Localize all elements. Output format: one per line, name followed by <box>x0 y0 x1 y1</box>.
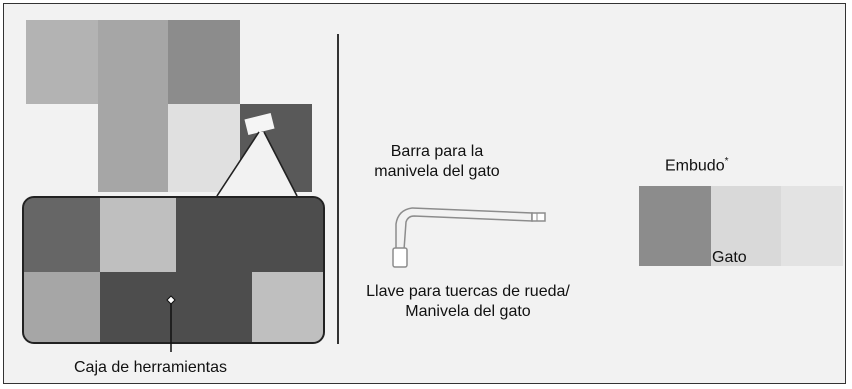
toolbox-cell <box>24 198 100 272</box>
toolbox-magnified-view <box>22 196 325 344</box>
toolbox-cell <box>252 272 323 342</box>
jack-handle-bar-label-line1: Barra para la <box>390 143 484 160</box>
wheel-wrench-label-line2: Manivela del gato <box>405 303 531 320</box>
jack-label: Gato <box>712 249 747 266</box>
jack-handle-bar-label: Barra para la manivela del gato <box>372 142 502 182</box>
wheel-wrench-label-line1: Llave para tuercas de rueda/ <box>366 283 570 300</box>
trunk-tile <box>168 20 240 104</box>
jack-block <box>711 186 781 266</box>
toolbox-cell <box>100 272 252 342</box>
trunk-tile <box>168 104 240 192</box>
callout-lines <box>216 131 298 197</box>
wrench-shaft <box>403 207 533 251</box>
panel-divider <box>337 34 339 344</box>
toolbox-cell <box>176 198 323 272</box>
wrench-socket <box>392 247 408 268</box>
callout-line <box>216 131 260 197</box>
toolbox-cell <box>100 198 176 272</box>
funnel-label-text: Embudo <box>665 157 725 175</box>
wheel-wrench-label: Llave para tuercas de rueda/ Manivela de… <box>348 282 588 322</box>
diagram-frame: Caja de herramientas Barra para la maniv… <box>3 3 846 384</box>
toolbox-pointer <box>166 295 176 352</box>
callout-wedge <box>217 132 297 196</box>
callout-line <box>263 131 298 197</box>
pointer-diamond <box>166 295 176 305</box>
trunk-tile <box>98 104 168 192</box>
wheel-wrench-illustration <box>392 207 546 268</box>
funnel-label: Embudo* <box>665 152 729 176</box>
wrench-tip <box>531 212 546 222</box>
toolbox-label: Caja de herramientas <box>74 359 227 376</box>
funnel-block <box>639 186 711 266</box>
trunk-tile <box>98 20 168 104</box>
toolbox-cell <box>24 272 100 342</box>
wrench-shaft-inner <box>395 207 413 250</box>
trunk-tile <box>26 20 98 104</box>
funnel-asterisk: * <box>724 156 729 167</box>
jack-block-extension <box>781 186 843 266</box>
jack-handle-bar-label-line2: manivela del gato <box>374 163 500 180</box>
